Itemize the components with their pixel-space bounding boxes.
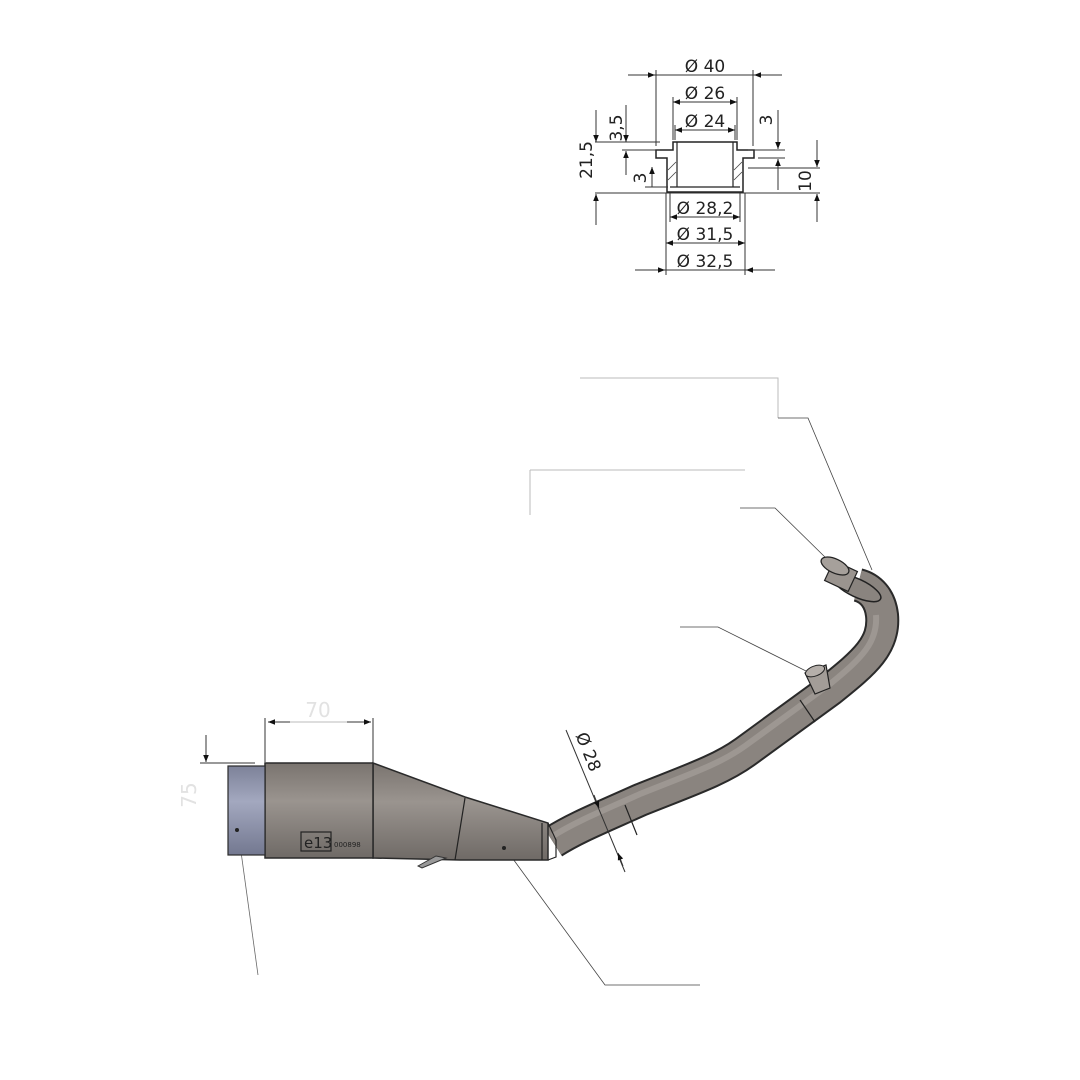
- homologation-box: [300, 831, 332, 852]
- homologation-mark: e13: [304, 834, 332, 852]
- dim-d28: Ø 28: [571, 730, 605, 775]
- dim-d24: Ø 24: [685, 112, 725, 132]
- dim-h3-5: 3,5: [607, 114, 627, 141]
- dim-d31-5: Ø 31,5: [677, 225, 734, 245]
- dim-d26: Ø 26: [685, 84, 725, 104]
- cross-section-view: Ø 40 Ø 26 Ø 24 21,5 3,5 3 3 10 Ø 28,2 Ø …: [577, 57, 820, 275]
- leader-lines: [237, 377, 873, 986]
- dim-d28-2: Ø 28,2: [677, 199, 734, 219]
- exhaust-pipe: e13 000898: [227, 556, 900, 869]
- dim-d40: Ø 40: [685, 57, 725, 77]
- dim-h10: 10: [796, 170, 816, 192]
- homologation-code: 000898: [334, 841, 361, 849]
- dim-length-70: 70: [305, 698, 330, 722]
- dim-h3-right: 3: [757, 115, 777, 126]
- dim-h21-5: 21,5: [577, 141, 597, 179]
- dim-d32-5: Ø 32,5: [677, 252, 734, 272]
- dim-height-75: 75: [177, 782, 201, 807]
- dim-h3-left: 3: [631, 173, 651, 184]
